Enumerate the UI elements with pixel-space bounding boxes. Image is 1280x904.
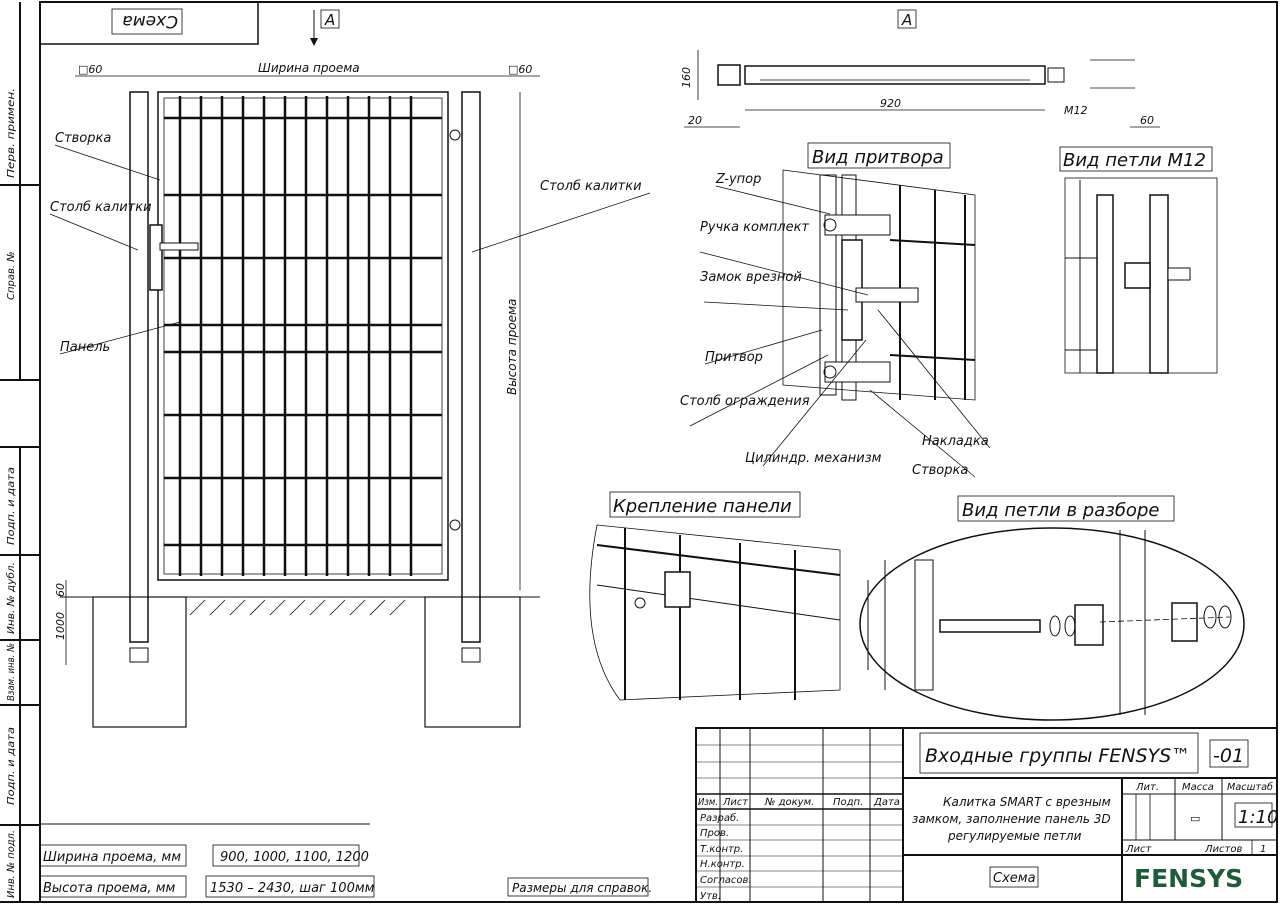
section-marker: A (901, 11, 912, 29)
scale-label: Масштаб (1227, 781, 1273, 793)
description-line: Калитка SMART с врезным (943, 795, 1111, 809)
callout-gate-post: Столб калитки (50, 200, 152, 215)
callout-cover-plate: Накладка (922, 434, 989, 449)
sheets-label: Листов (1204, 844, 1242, 855)
dim-60: 60 (54, 583, 67, 597)
post-size-right: □60 (508, 63, 532, 76)
tb-role: Н.контр. (700, 859, 745, 870)
width-label: Ширина проема (258, 61, 360, 75)
tb-header: № докум. (764, 797, 814, 808)
dim-m12: M12 (1064, 104, 1088, 117)
detail-title: Крепление панели (613, 496, 792, 517)
title-block: Изм. Лист № докум. Подп. Дата Разраб. Пр… (695, 727, 1278, 903)
designation: -01 (1213, 745, 1244, 767)
margin-label: Взам. инв. № (6, 643, 17, 701)
hinge-detail: Вид петли M12 (1059, 146, 1218, 374)
post-size-left: □60 (78, 63, 102, 76)
latch-detail: Вид притвора Z-упор Ручка комплект Замок… (680, 142, 991, 478)
tb-header: Лист (722, 797, 749, 808)
tb-role: Утв. (700, 891, 721, 902)
dim-160: 160 (680, 67, 693, 88)
margin-label: Перв. примен. (6, 88, 17, 178)
mirrored-stamp: Схема (122, 11, 178, 31)
spec-label: Высота проема, мм (43, 881, 176, 896)
callout-cylinder: Цилиндр. механизм (745, 451, 882, 466)
margin-label: Инв. № подл. (6, 830, 17, 898)
detail-title: Вид притвора (812, 147, 944, 168)
tb-role: Пров. (700, 828, 729, 839)
callout-gate-post-right: Столб калитки (540, 179, 642, 194)
callout-leaf: Створка (55, 131, 111, 146)
description-line: регулируемые петли (947, 829, 1082, 843)
tb-header: Дата (873, 797, 900, 808)
mass-value: ▭ (1190, 812, 1200, 825)
margin-labels: Перв. примен. Справ. № Подп. и дата Инв.… (5, 88, 17, 898)
tb-header: Подп. (833, 797, 863, 808)
spec-value: 900, 1000, 1100, 1200 (220, 850, 369, 865)
callout-leaf: Створка (912, 463, 968, 478)
lit-label: Лит. (1135, 782, 1159, 793)
callout-z-stop: Z-упор (715, 172, 761, 187)
tb-header: Изм. (698, 797, 718, 808)
dimensions-note: Размеры для справок. (512, 881, 652, 895)
tb-role: Разраб. (700, 812, 739, 824)
gate-front-view: A □60 □60 Ширина проема Высота проема 60… (49, 9, 651, 728)
margin-label: Инв. № дубл. (5, 562, 17, 634)
section-marker: A (324, 11, 335, 29)
sheets-value: 1 (1260, 844, 1266, 855)
margin-label: Справ. № (6, 251, 17, 300)
spec-table: Ширина проема, мм 900, 1000, 1100, 1200 … (39, 823, 652, 898)
hinge-exploded-detail: Вид петли в разборе (859, 495, 1245, 721)
detail-title: Вид петли M12 (1063, 150, 1206, 171)
scale-value: 1:10 (1238, 807, 1278, 828)
dim-60: 60 (1140, 114, 1154, 127)
callout-fence-post: Столб ограждения (680, 394, 810, 409)
doc-type: Схема (993, 871, 1036, 886)
product-group: Входные группы FENSYS™ (925, 745, 1190, 767)
callout-rebate: Притвор (705, 350, 763, 365)
callout-mortise-lock: Замок врезной (700, 270, 802, 285)
margin-label: Подп. и дата (6, 467, 17, 545)
mass-label: Масса (1182, 782, 1214, 793)
tb-role: Т.контр. (700, 844, 743, 855)
panel-mount-detail: Крепление панели (589, 491, 841, 701)
fensys-logo: FENSYS (1134, 864, 1243, 893)
spec-value: 1530 – 2430, шаг 100мм (210, 881, 375, 896)
callout-handle: Ручка комплект (700, 220, 809, 235)
tb-role: Согласов. (700, 875, 752, 886)
dim-1000: 1000 (54, 612, 67, 640)
margin-label: Подп. и дата (6, 727, 17, 805)
dim-20: 20 (688, 114, 702, 127)
description-line: замком, заполнение панель 3D (912, 812, 1111, 826)
height-label: Высота проема (505, 299, 519, 395)
spec-label: Ширина проема, мм (43, 850, 181, 865)
section-a-view: A 920 160 20 M12 60 (680, 9, 1160, 128)
detail-title: Вид петли в разборе (962, 500, 1159, 521)
dim-920: 920 (880, 97, 901, 110)
sheet-label: Лист (1125, 844, 1153, 855)
